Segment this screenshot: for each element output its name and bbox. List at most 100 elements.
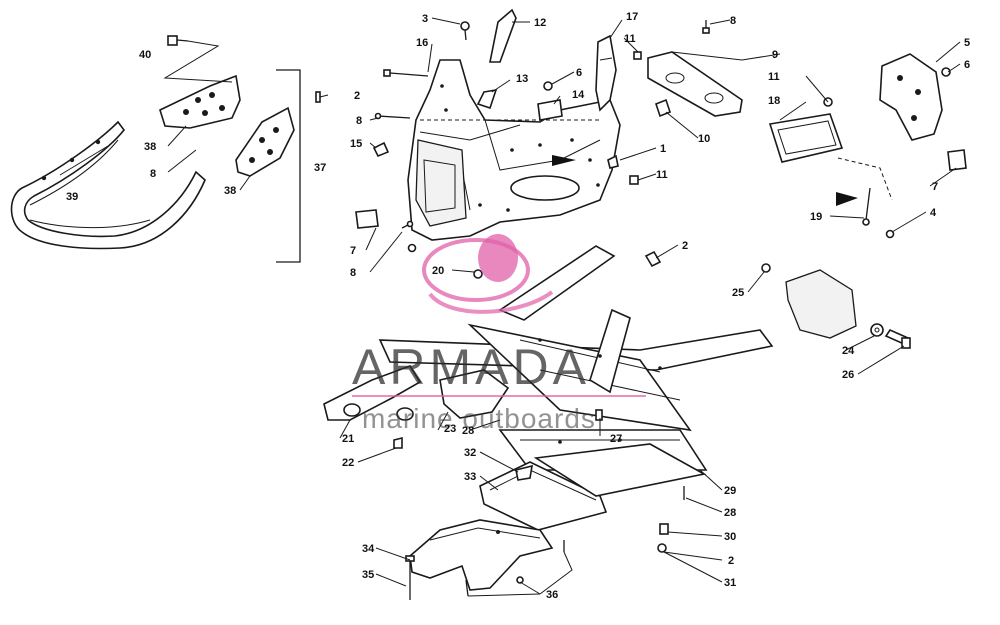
callout-40: 40 (139, 49, 151, 61)
clip-14 (537, 99, 563, 121)
callout-33: 33 (464, 471, 476, 483)
bolt-40 (167, 35, 189, 46)
callout-29: 29 (724, 485, 736, 497)
fastener-2b (644, 250, 662, 268)
callout-11-top: 11 (624, 33, 636, 45)
callout-39: 39 (66, 191, 78, 203)
callout-37: 37 (314, 162, 326, 174)
callout-38-upper: 38 (144, 141, 156, 153)
callout-36: 36 (546, 589, 558, 601)
callout-7-right: 7 (932, 181, 938, 193)
direction-arrow-icon (552, 155, 576, 166)
callout-38-lower: 38 (224, 185, 236, 197)
logo-swirl-icon (422, 238, 530, 302)
nut-11a (633, 51, 642, 60)
callout-27: 27 (610, 433, 622, 445)
bumper-bracket-lower (235, 106, 295, 177)
callout-35: 35 (362, 569, 374, 581)
nut-31 (657, 543, 667, 553)
control-module-18 (768, 97, 844, 163)
callout-22: 22 (342, 457, 354, 469)
watermark-title: ARMADA (352, 339, 590, 395)
callout-5: 5 (964, 37, 970, 49)
callout-30: 30 (724, 531, 736, 543)
clip-30 (659, 523, 669, 535)
front-nose-frame (407, 59, 621, 241)
screw-3 (460, 21, 470, 41)
callout-12: 12 (534, 17, 546, 29)
bolts-36 (465, 540, 565, 597)
callout-16: 16 (416, 37, 428, 49)
callout-2-mid: 2 (682, 240, 688, 252)
callout-6-right: 6 (964, 59, 970, 71)
callout-8-lower: 8 (350, 267, 356, 279)
callout-19: 19 (810, 211, 822, 223)
callout-7-left: 7 (350, 245, 356, 257)
callout-4: 4 (930, 207, 937, 219)
bumper-bracket-upper (159, 74, 241, 129)
direction-arrow-icon-right (836, 192, 858, 206)
front-spindle-21 (323, 365, 422, 421)
fastener-2a (315, 91, 321, 103)
mount-bracket-5 (879, 53, 951, 141)
tab-13 (476, 88, 498, 110)
callout-21: 21 (342, 433, 354, 445)
callout-2-top: 2 (354, 90, 360, 102)
callout-34: 34 (362, 543, 375, 555)
logo-swirl-icon-arc (428, 290, 554, 314)
callout-32: 32 (464, 447, 476, 459)
bolt-26 (884, 328, 911, 349)
callout-17: 17 (626, 11, 638, 23)
fastener-27 (595, 409, 603, 421)
callout-3: 3 (422, 13, 428, 25)
callout-26: 26 (842, 369, 854, 381)
callout-15: 15 (350, 138, 362, 150)
callout-23: 23 (444, 423, 456, 435)
callout-11-mid: 11 (656, 169, 668, 181)
callout-11-right: 11 (768, 71, 780, 83)
fastener-22 (393, 436, 403, 449)
callout-1: 1 (660, 143, 666, 155)
bracket-12 (489, 8, 517, 63)
bumper-part (10, 120, 206, 250)
bracket-32 (515, 464, 533, 481)
watermark-subtitle: marine outboards (362, 403, 596, 434)
callout-31: 31 (724, 577, 736, 589)
bracket-17 (595, 34, 617, 112)
callout-10: 10 (698, 133, 710, 145)
nut-6a (543, 81, 553, 91)
callout-28-upper: 28 (462, 425, 474, 437)
watermark-logo: ARMADA marine outboards (352, 234, 646, 434)
callout-18: 18 (768, 95, 780, 107)
screw-8d (401, 220, 414, 229)
callout-2-bottom: 2 (728, 555, 734, 567)
callout-28-lower: 28 (724, 507, 736, 519)
screw-8c (702, 20, 710, 34)
nut-4 (885, 229, 895, 239)
rubber-block-7b (947, 149, 967, 171)
callout-24: 24 (842, 345, 855, 357)
callout-8-center: 8 (356, 115, 362, 127)
callout-8-left: 8 (150, 168, 156, 180)
callout-13: 13 (516, 73, 528, 85)
screw-15 (372, 141, 390, 158)
callout-9: 9 (772, 49, 778, 61)
callout-6-center: 6 (576, 67, 582, 79)
callout-14: 14 (572, 89, 585, 101)
nut-11b (629, 175, 639, 185)
bolt-16 (383, 69, 429, 77)
pin-1 (607, 154, 619, 169)
guard-34 (409, 519, 554, 591)
leader-lines (59, 17, 961, 597)
rear-bracket-25 (761, 263, 857, 339)
bolt-19 (862, 187, 871, 226)
callout-8-right: 8 (730, 15, 736, 27)
washer-24 (870, 323, 884, 337)
screw-8b (374, 112, 411, 120)
callout-25: 25 (732, 287, 744, 299)
callout-labels: 40 39 38 38 8 37 2 3 12 16 13 8 6 14 17 … (66, 11, 970, 601)
callout-20: 20 (432, 265, 444, 277)
spindle-23 (439, 369, 510, 419)
